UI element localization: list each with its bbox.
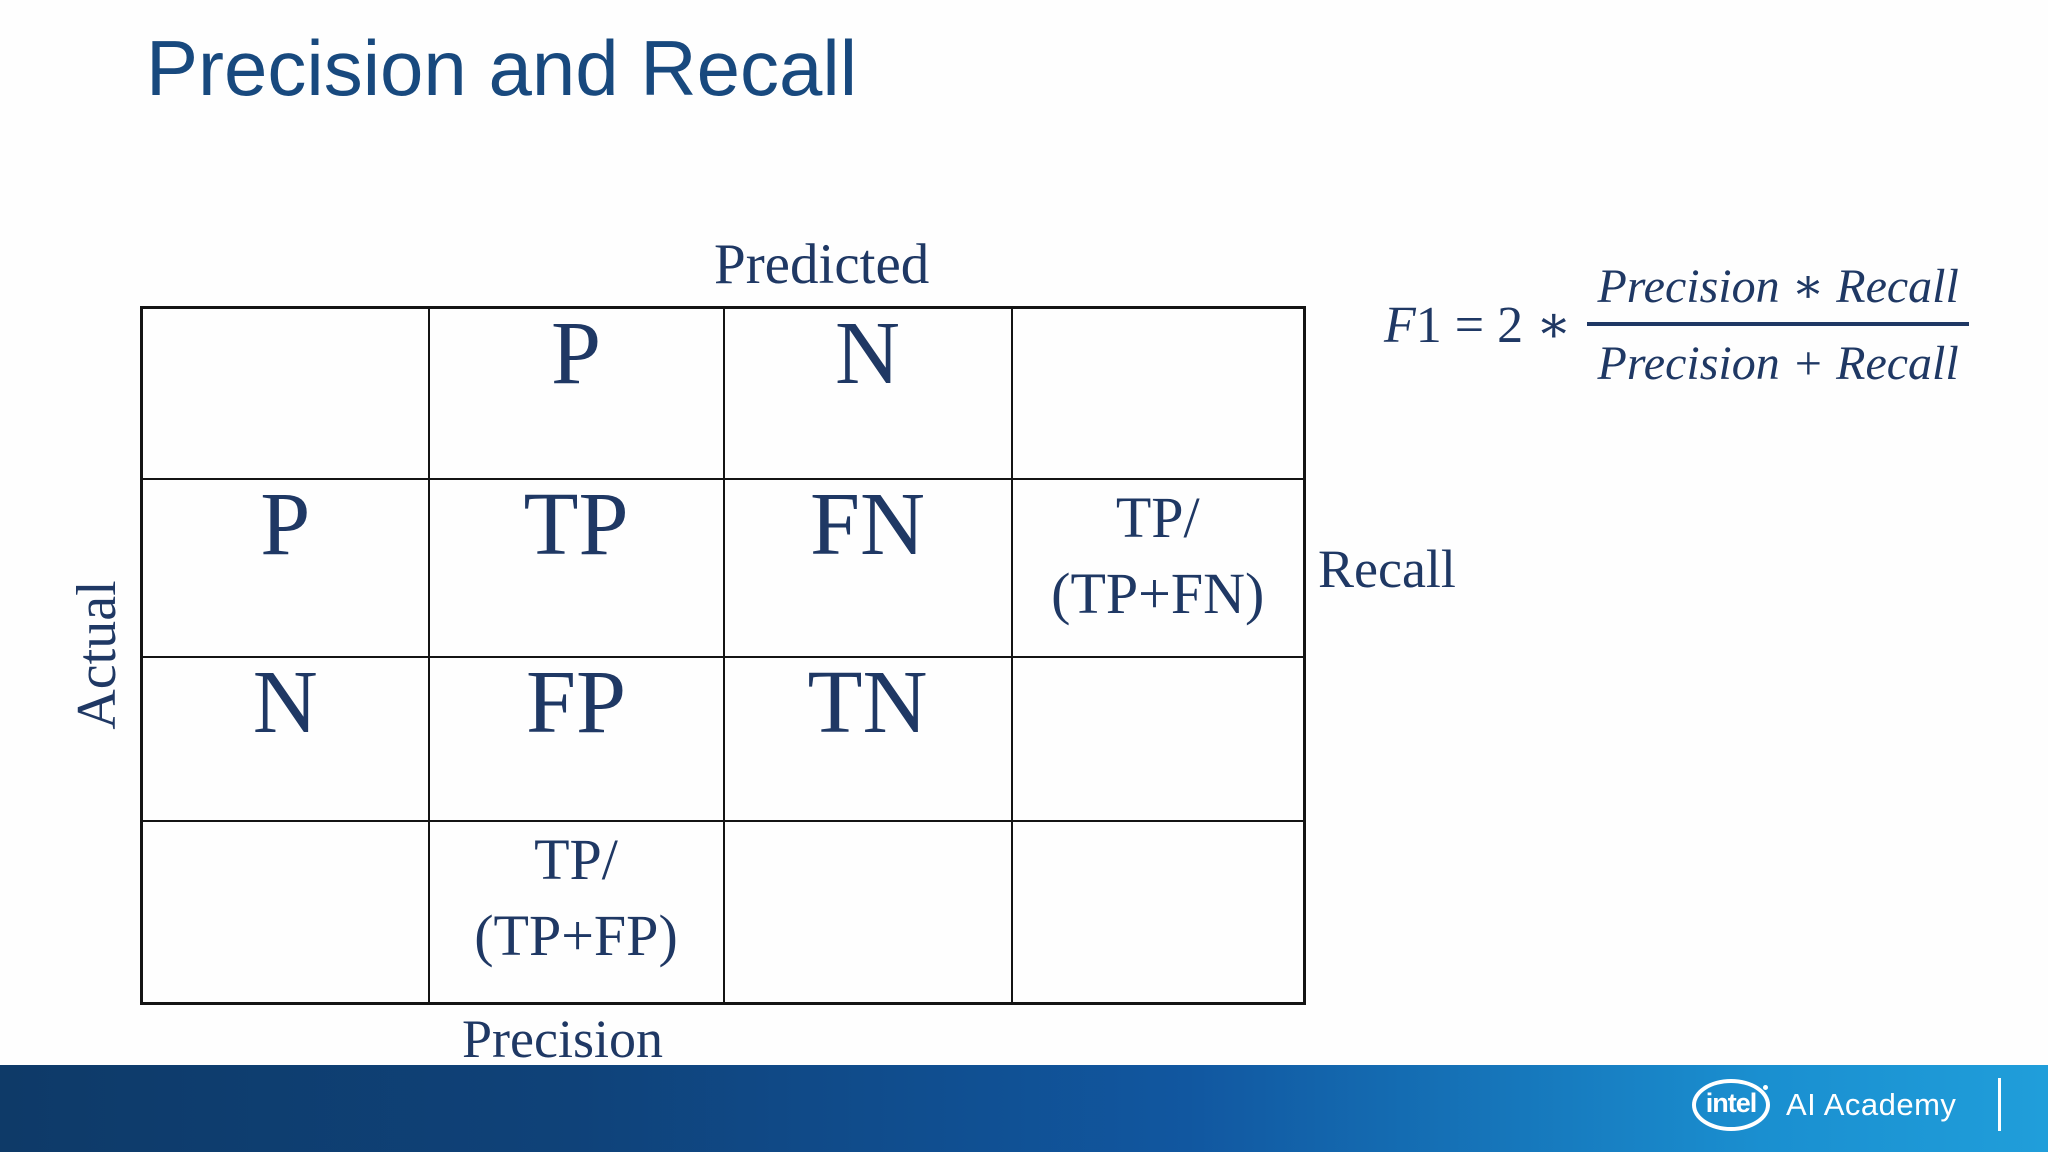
precision-column-label: Precision [462, 1009, 663, 1069]
matrix-cell-bottom-blank [140, 819, 430, 1005]
f1-lhs: F1 = 2 ∗ [1384, 295, 1571, 355]
f1-variable: F [1384, 296, 1416, 354]
ai-academy-label: AI Academy [1786, 1086, 1957, 1122]
f1-numerator: Precision ∗ Recall [1597, 260, 1959, 313]
intel-trademark-dot [1763, 1084, 1768, 1090]
matrix-cell-predicted-n: N [722, 306, 1013, 480]
matrix-cell-tn: TN [722, 655, 1013, 822]
matrix-cell-header-extra [1010, 306, 1306, 480]
f1-fraction: Precision ∗ Recall Precision + Recall [1587, 258, 1969, 391]
matrix-precision-row: TP/ (TP+FP) [140, 819, 1306, 1005]
f1-index: 1 [1415, 296, 1442, 354]
matrix-cell-actual-p: P [140, 477, 430, 658]
matrix-cell-tp: TP [427, 477, 725, 658]
matrix-actual-n-row: N FP TN [140, 655, 1306, 822]
matrix-actual-p-row: P TP FN TP/ (TP+FN) [140, 477, 1306, 658]
matrix-cell-bottom-extra2 [1010, 819, 1306, 1005]
f1-denominator: Precision + Recall [1587, 322, 1969, 391]
matrix-header-row: P N [140, 306, 1306, 480]
matrix-cell-fp: FP [427, 655, 725, 822]
matrix-cell-fn: FN [722, 477, 1013, 658]
actual-axis-label: Actual [66, 580, 128, 730]
intel-wordmark: intel [1705, 1088, 1758, 1118]
f1-equals: = 2 ∗ [1441, 296, 1572, 354]
matrix-cell-precision-formula: TP/ (TP+FP) [427, 819, 725, 1005]
matrix-cell-predicted-p: P [427, 306, 725, 480]
matrix-cell-actual-n: N [140, 655, 430, 822]
footer-divider-line [1998, 1078, 2002, 1131]
f1-formula: F1 = 2 ∗ Precision ∗ Recall Precision + … [1384, 258, 1969, 391]
matrix-cell-bottom-extra1 [722, 819, 1013, 1005]
slide-title: Precision and Recall [146, 24, 858, 112]
matrix-cell-n-row-extra [1010, 655, 1306, 822]
intel-ai-academy-logo: intel AI Academy [1692, 1078, 2002, 1131]
recall-row-label: Recall [1318, 539, 1456, 599]
matrix-cell-corner [140, 306, 430, 480]
predicted-axis-label: Predicted [714, 233, 930, 296]
confusion-matrix-table: P N P TP FN TP/ (TP+FN) N FP TN TP/ (TP+… [140, 306, 1306, 1005]
intel-logo-oval: intel [1692, 1078, 1770, 1131]
matrix-cell-recall-formula: TP/ (TP+FN) [1010, 477, 1306, 658]
